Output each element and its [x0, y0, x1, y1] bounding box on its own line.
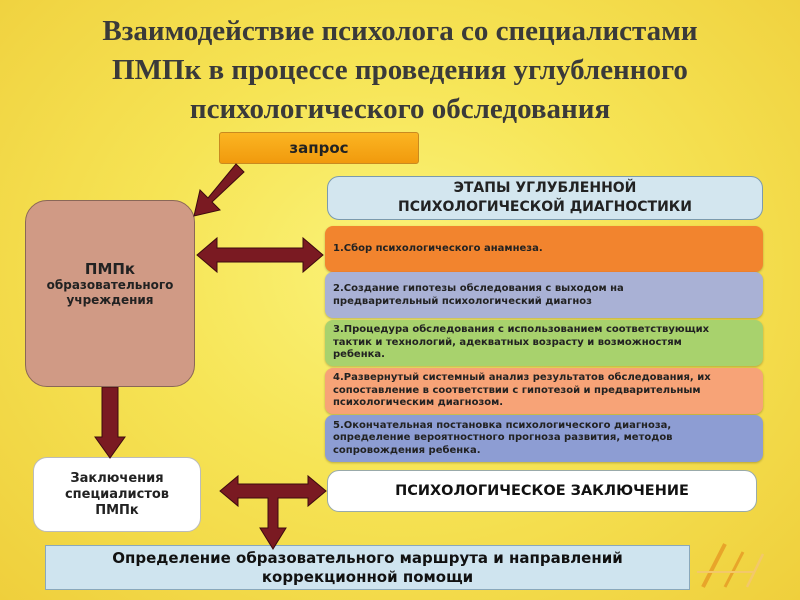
pmpk-box: ПМПк образовательного учреждения: [25, 200, 195, 387]
stage-5-line-2: определение вероятностного прогноза разв…: [333, 432, 673, 444]
title-line-2: ПМПк в процессе проведения углубленного: [112, 54, 688, 86]
stage-1: 1.Сбор психологического анамнеза.: [325, 226, 763, 272]
stages-header: ЭТАПЫ УГЛУБЛЕННОЙ ПСИХОЛОГИЧЕСКОЙ ДИАГНО…: [327, 176, 763, 220]
stage-3-line-1: 3.Процедура обследования с использование…: [333, 324, 710, 336]
route-line-2: коррекционной помощи: [261, 567, 474, 586]
request-box: запрос: [219, 132, 419, 164]
stage-2-line-2: предварительный психологический диагноз: [333, 295, 592, 307]
stage-5-line-3: сопровождения ребенка.: [333, 444, 481, 456]
stage-3-line-3: ребенка.: [333, 349, 385, 361]
decorative-lines-icon: [697, 543, 765, 588]
specialists-line-3: ПМПк: [95, 502, 139, 518]
request-arrow: [193, 163, 245, 217]
psychological-conclusion-box: ПСИХОЛОГИЧЕСКОЕ ЗАКЛЮЧЕНИЕ: [327, 470, 757, 512]
route-line-1: Определение образовательного маршрута и …: [112, 548, 623, 567]
title-line-3: психологического обследования: [189, 93, 611, 125]
specialists-line-2: специалистов: [64, 486, 170, 502]
specialists-line-1: Заключения: [70, 470, 164, 486]
specialists-conclusions-box: Заключения специалистов ПМПк: [33, 457, 201, 532]
stage-1-line-1: 1.Сбор психологического анамнеза.: [333, 242, 543, 254]
conclusion-merge-arrow: [219, 474, 327, 550]
stage-2: 2.Создание гипотезы обследования с выход…: [325, 272, 763, 318]
stage-4: 4.Развернутый системный анализ результат…: [325, 368, 763, 414]
pmpk-stages-double-arrow: [196, 236, 324, 274]
stage-4-line-2: сопоставление в соответствии с гипотезой…: [333, 384, 701, 396]
title-line-1: Взаимодействие психолога со специалистам…: [102, 15, 698, 47]
stage-4-line-1: 4.Развернутый системный анализ результат…: [333, 372, 711, 384]
pmpk-title: ПМПк: [84, 259, 136, 278]
stages-header-line-2: ПСИХОЛОГИЧЕСКОЙ ДИАГНОСТИКИ: [398, 199, 692, 215]
stage-3: 3.Процедура обследования с использование…: [325, 320, 763, 366]
psychological-conclusion-label: ПСИХОЛОГИЧЕСКОЕ ЗАКЛЮЧЕНИЕ: [395, 483, 689, 499]
stage-5: 5.Окончательная постановка психологическ…: [325, 415, 763, 462]
pmpk-subtitle-2: учреждения: [66, 292, 154, 307]
page-title: Взаимодействие психолога со специалистам…: [40, 12, 760, 129]
stages-header-line-1: ЭТАПЫ УГЛУБЛЕННОЙ: [453, 180, 637, 196]
request-label: запрос: [289, 139, 349, 157]
pmpk-subtitle-1: образовательного: [46, 277, 174, 292]
stage-3-line-2: тактик и технологий, адекватных возрасту…: [333, 336, 682, 348]
route-box: Определение образовательного маршрута и …: [45, 545, 690, 590]
pmpk-down-arrow: [94, 387, 126, 459]
stage-5-line-1: 5.Окончательная постановка психологическ…: [333, 419, 672, 431]
stage-2-line-1: 2.Создание гипотезы обследования с выход…: [333, 283, 624, 294]
stage-4-line-3: психологическим диагнозом.: [333, 397, 504, 409]
